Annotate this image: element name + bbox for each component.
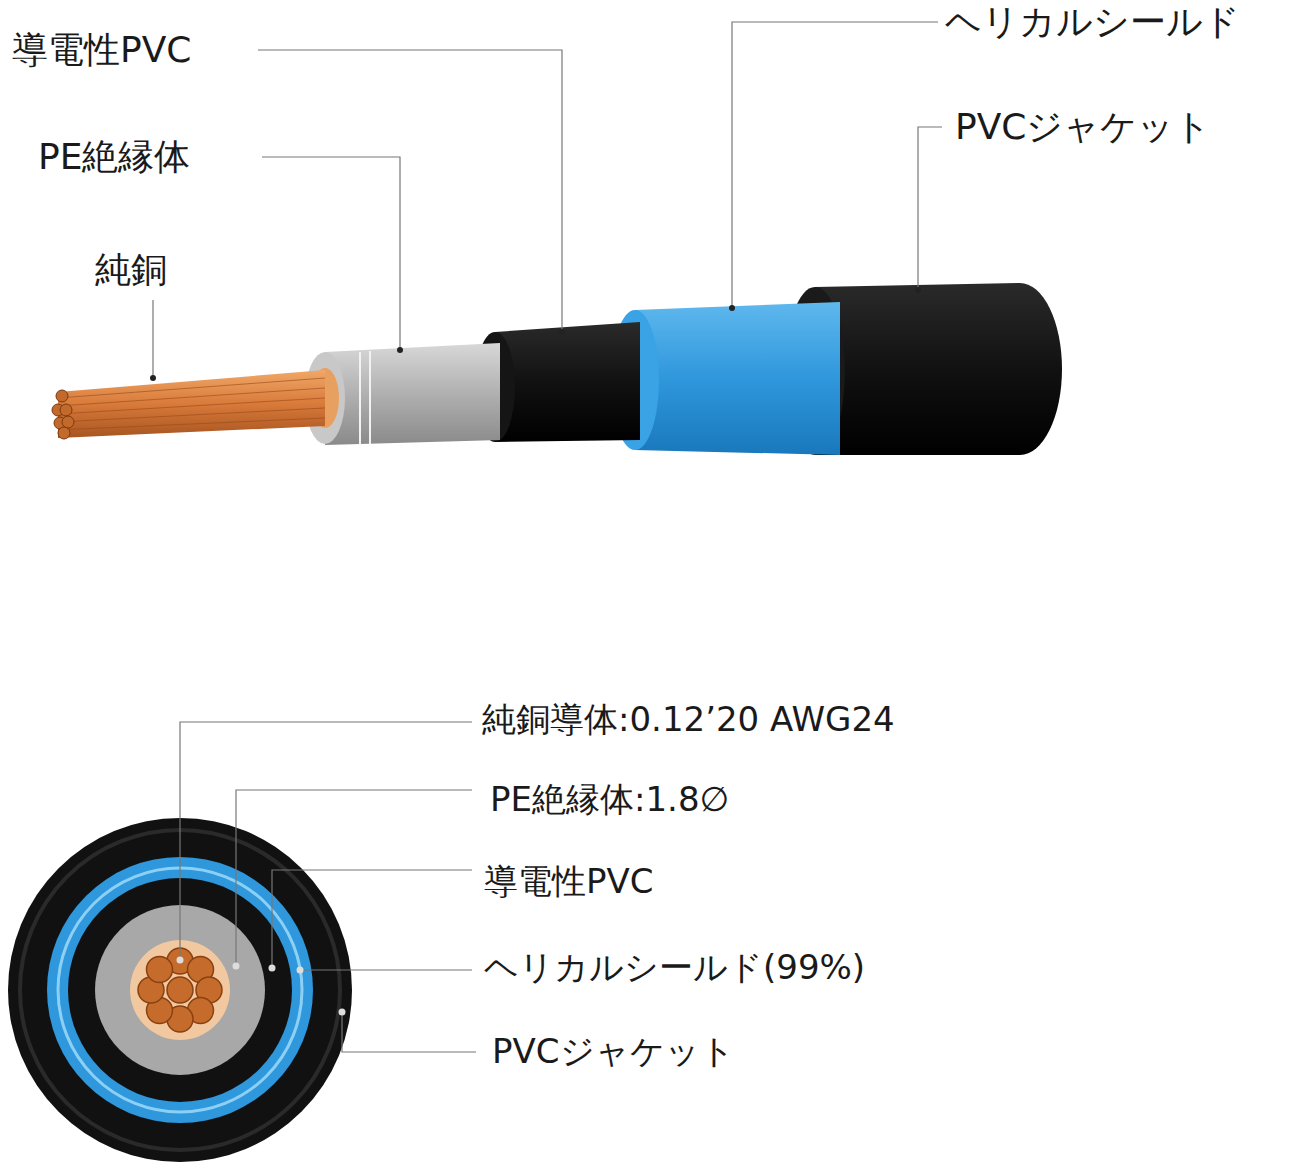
spec-label: ヘリカルシールド(99%) xyxy=(484,949,865,986)
section-dots xyxy=(177,957,346,1016)
part-name: 純銅 xyxy=(95,250,167,290)
part-name: ヘリカルシールド xyxy=(945,2,1240,42)
spec-label: 導電性PVC xyxy=(484,863,654,900)
leader-lines xyxy=(153,22,942,1052)
part-name: 導電性PVC xyxy=(12,30,191,70)
spec-label: PVCジャケット xyxy=(492,1033,735,1070)
spec-label: 純銅導体:0.12’20 AWG24 xyxy=(482,701,895,738)
cable-side-view xyxy=(52,283,1062,455)
spec-label: PE絶縁体:1.8∅ xyxy=(490,781,729,818)
leader-dots xyxy=(150,287,921,381)
part-name: PVCジャケット xyxy=(955,107,1211,147)
part-name: PE絶縁体 xyxy=(38,137,190,177)
